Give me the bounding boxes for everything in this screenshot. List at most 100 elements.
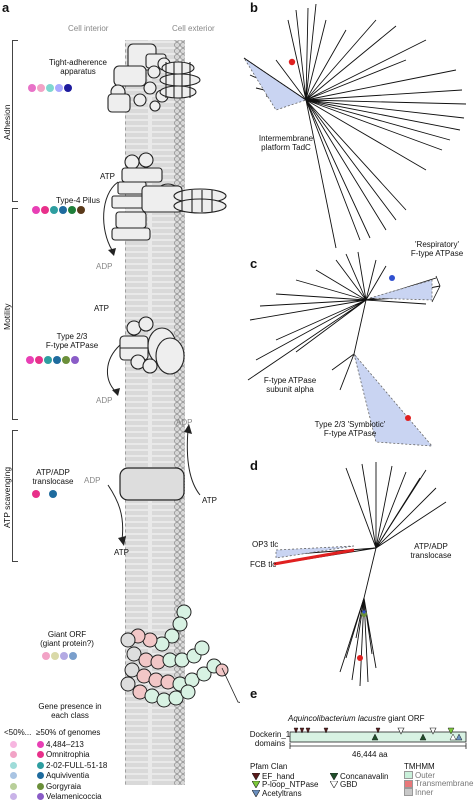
tmhmm-swatch [404,771,413,779]
ftype-class-dot [44,356,52,364]
tree-d-red-dot [357,655,363,661]
gene-class-name: Aquiviventia [46,771,89,780]
giant-orf-dots [42,652,77,660]
giant-class-dot [69,652,77,660]
giant-orf-title-rest: giant ORF [386,714,425,723]
ftype-class-dot [62,356,70,364]
tmhmm-legend-item: Outer [404,771,473,780]
tight-class-dot [55,84,63,92]
pilus-class-dot [77,206,85,214]
gene-class-row: Omnitrophia [10,750,107,761]
tight-adherence-dots [28,84,72,92]
tree-d [236,458,474,688]
tmhmm-legend-item: Transmembrane [404,780,473,789]
adp-label-ftype: ADP [96,396,112,405]
pilus-dots [32,206,85,214]
tree-c-resp-dot [389,275,395,281]
pilus-label: Type-4 Pilus [28,196,128,205]
pfam-title: Pfam Clan [250,762,287,771]
gene-class-row: Aquiviventia [10,771,107,782]
tmhmm-swatch [404,788,413,796]
gene-presence-title: Gene presence in each class [30,702,110,720]
giant-orf-label: Giant ORF (giant protein?) [22,630,112,648]
gene-class-row: Gorgyraia [10,781,107,792]
giant-class-dot [60,652,68,660]
tree-c-alpha-label: F-type ATPase subunit alpha [240,376,340,394]
tree-d-fcb-label: FCB tlc [250,560,276,569]
high-presence-dot [37,751,44,758]
pfam-legend-item: GBD [330,780,357,791]
adp-label-trans-out: ADP [176,418,192,427]
low-presence-dot [10,741,17,748]
pilus-class-dot [50,206,58,214]
high-presence-dot [37,762,44,769]
translocase-class-dot [49,490,57,498]
ftype-label: Type 2/3 F-type ATPase [22,332,122,350]
low-header: <50%... [4,728,31,737]
tree-d-translocase-label: ATP/ADP translocase [396,542,466,560]
giant-orf-title: Aquincolibacterium lacustre giant ORF [288,714,425,723]
tree-d-op3-label: OP3 tlc [252,540,278,549]
tree-b-highlight-dot [289,59,295,65]
atp-scavenging-label: ATP scavenging [2,467,12,528]
low-presence-dot [10,751,17,758]
low-presence-dot [10,762,17,769]
tmhmm-region-name: Inner [415,788,433,797]
gene-class-row: 4,484–213 [10,739,107,750]
tmhmm-swatch [404,780,413,788]
membrane-schematic [0,0,240,797]
atp-label-pilus: ATP [100,172,115,181]
adhesion-label: Adhesion [2,105,12,140]
gene-class-name: Omnitrophia [46,750,90,759]
gene-class-name: Gorgyraia [46,782,81,791]
tight-class-dot [64,84,72,92]
atp-label-trans-out: ATP [202,496,217,505]
giant-class-dot [51,652,59,660]
atp-label-ftype: ATP [94,304,109,313]
atp-scavenging-bracket [12,430,18,562]
adp-label-trans-in: ADP [84,476,100,485]
ftype-dots [26,356,79,364]
motility-bracket [12,208,18,420]
gene-class-name: 2-02-FULL-51-18 [46,761,107,770]
pilus-class-dot [68,206,76,214]
high-presence-dot [37,741,44,748]
low-presence-dot [10,772,17,779]
pilus-class-dot [41,206,49,214]
pfam-clan-name: GBD [340,780,357,789]
tight-class-dot [46,84,54,92]
adp-label-pilus: ADP [96,262,112,271]
tight-class-dot [28,84,36,92]
tree-c-resp-label: 'Respiratory' F-type ATPase [400,240,474,258]
tight-class-dot [37,84,45,92]
low-presence-dot [10,783,17,790]
giant-class-dot [42,652,50,660]
translocase-class-dot [32,490,40,498]
adhesion-bracket [12,40,18,202]
tree-b [236,0,474,250]
translocase-label: ATP/ADP translocase [18,468,88,486]
atp-label-trans-in: ATP [114,548,129,557]
tree-b-label: Intermembrane platform TadC [236,134,336,152]
tmhmm-legend-item: Inner [404,788,473,797]
giant-orf-length: 46,444 aa [352,750,388,759]
motility-label: Motility [2,304,12,330]
tree-c-symb-label: Type 2/3 'Symbiotic' F-type ATPase [290,420,410,438]
panel-letter-e: e [250,686,257,701]
gene-class-row: 2-02-FULL-51-18 [10,760,107,771]
high-presence-dot [37,772,44,779]
ftype-class-dot [26,356,34,364]
triangle-marker-icon [252,790,260,797]
triangle-marker-icon [330,781,338,788]
translocase-dots [32,490,57,498]
pfam-clan-name: Acetyltrans [262,789,302,798]
species-name: Aquincolibacterium lacustre [288,714,386,723]
tight-adherence-shape [108,44,200,112]
pilus-class-dot [59,206,67,214]
gene-class-name: 4,484–213 [46,740,84,749]
tight-adherence-label: Tight-adherence apparatus [28,58,128,76]
ftype-class-dot [53,356,61,364]
high-header: ≥50% of genomes [36,728,100,737]
